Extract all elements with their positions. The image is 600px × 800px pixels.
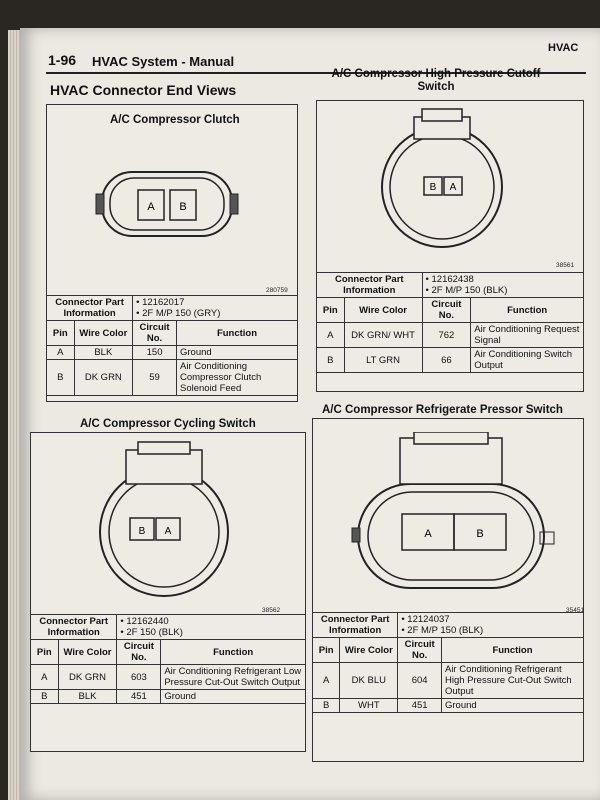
table-row: B LT GRN 66 Air Conditioning Switch Outp… (316, 347, 584, 373)
part-description: 2F M/P 150 (GRY) (136, 308, 294, 319)
table-row: A DK GRN 603 Air Conditioning Refrigeran… (30, 664, 306, 690)
circuit-header: Circuit No. (397, 637, 442, 663)
pin-header: Pin (30, 639, 59, 665)
function-header: Function (160, 639, 306, 665)
cavity-a-label: A (424, 528, 432, 540)
drawing-number: 35451 (566, 607, 585, 614)
cavity-b-label: B (179, 201, 186, 213)
part-number: 12162440 (120, 616, 302, 627)
wire-color-header: Wire Color (343, 297, 423, 323)
page-stack-edge (8, 30, 22, 800)
circuit-header: Circuit No. (116, 639, 162, 665)
cavity-a-label: A (147, 201, 155, 213)
table-row: B BLK 451 Ground (30, 689, 306, 704)
wire-color-header: Wire Color (339, 637, 399, 663)
function-header: Function (470, 297, 584, 323)
drawing-number: 280759 (266, 287, 288, 294)
pin-header: Pin (46, 320, 75, 346)
circuit-header: Circuit No. (421, 297, 472, 323)
pin-header: Pin (311, 637, 341, 663)
header-rule (46, 72, 586, 74)
function-header: Function (440, 637, 585, 663)
circuit-header: Circuit No. (132, 320, 177, 346)
pin-header: Pin (316, 297, 345, 323)
cavity-b-label: B (139, 526, 146, 537)
cycling-switch-connector-drawing: B A (99, 441, 229, 597)
function-header: Function (175, 320, 299, 346)
high-pressure-switch-connector-drawing: B A (381, 108, 503, 248)
table-row: A DK BLU 604 Air Conditioning Refrigeran… (311, 662, 585, 699)
high-pressure-switch-table: Connector Part Information 12162438 2F M… (316, 272, 585, 373)
table-row: A BLK 150 Ground (46, 345, 299, 360)
wire-color-header: Wire Color (57, 639, 118, 665)
part-description: 2F M/P 150 (BLK) (401, 625, 580, 636)
panel-title: A/C Compressor Refrigerate Pressor Switc… (322, 404, 563, 416)
panel-title: A/C Compressor Clutch (110, 114, 240, 126)
drawing-number: 38561 (556, 262, 575, 269)
table-row: A DK GRN/ WHT 762 Air Conditioning Reque… (316, 322, 584, 348)
part-info-label: Connector Part Information (45, 295, 134, 321)
part-info-label: Connector Part Information (29, 614, 118, 640)
panel-title: A/C Compressor Cycling Switch (80, 418, 256, 430)
refrigerant-pressure-switch-table: Connector Part Information 12124037 2F M… (311, 612, 585, 713)
table-row: B WHT 451 Ground (311, 698, 585, 713)
part-number: 12162017 (136, 297, 294, 308)
part-number: 12162438 (426, 274, 580, 285)
compressor-clutch-connector-drawing: A B (95, 171, 239, 237)
wire-color-header: Wire Color (73, 320, 134, 346)
cavity-b-label: B (476, 528, 483, 540)
part-description: 2F 150 (BLK) (120, 627, 302, 638)
cavity-b-label: B (430, 182, 437, 193)
part-info-label: Connector Part Information (311, 612, 399, 638)
drawing-number: 38562 (262, 607, 281, 614)
page-number: 1-96 (48, 52, 77, 68)
cavity-a-label: A (165, 526, 172, 537)
refrigerant-pressure-switch-connector-drawing: A B (351, 432, 555, 589)
table-row: B DK GRN 59 Air Conditioning Compressor … (46, 359, 299, 396)
section-tab: HVAC (548, 42, 579, 54)
part-description: 2F M/P 150 (BLK) (426, 285, 580, 296)
compressor-clutch-table: Connector Part Information 12162017 2F M… (45, 295, 299, 396)
panel-title: A/C Compressor High Pressure Cutoff Swit… (331, 68, 541, 93)
page-title: HVAC Connector End Views (50, 82, 237, 98)
part-info-label: Connector Part Information (316, 272, 423, 298)
cycling-switch-table: Connector Part Information 12162440 2F 1… (29, 614, 306, 704)
section-title: HVAC System - Manual (92, 54, 235, 69)
cavity-a-label: A (450, 182, 457, 193)
part-number: 12124037 (401, 614, 580, 625)
